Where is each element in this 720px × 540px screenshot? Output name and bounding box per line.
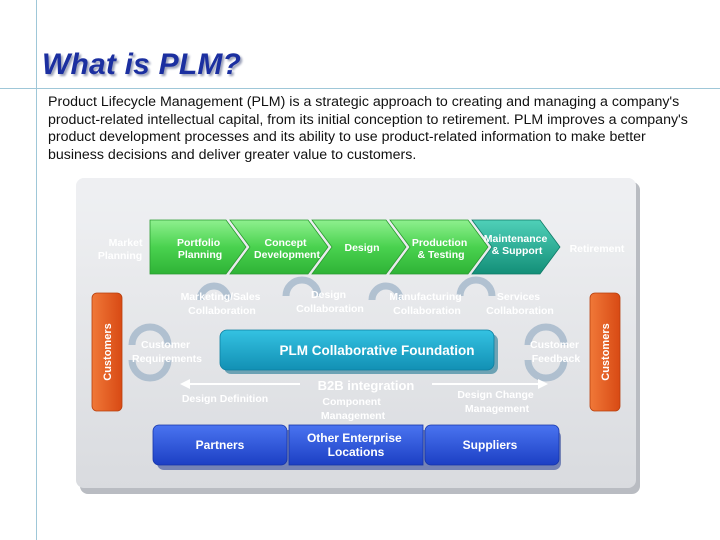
plm-collaborative-foundation [219, 329, 495, 371]
customer-feedback: Customer Feedback [530, 339, 582, 365]
cycle-arrow-icon [524, 359, 568, 382]
design-collaboration: Design Collaboration [296, 289, 364, 315]
stage-retirement: Retirement [570, 243, 625, 255]
customers-left-label: Customers [102, 323, 114, 380]
cycle-arrow-icon [128, 359, 172, 382]
stage-portfolio-planning: Portfolio Planning [177, 237, 223, 261]
stage-market-planning: Market Planning [98, 237, 146, 262]
other-enterprise-box [288, 424, 424, 466]
title-underline [0, 88, 720, 89]
page-title: What is PLM? [42, 48, 242, 81]
customers-left-bar [91, 292, 123, 412]
foundation-label: PLM Collaborative Foundation [280, 343, 475, 358]
chevron-concept [229, 219, 329, 275]
partners-label: Partners [196, 438, 245, 452]
customer-requirements: Customer Requirements [132, 339, 202, 365]
chevron-design [311, 219, 407, 275]
suppliers-box [424, 424, 560, 466]
marketing-sales-collaboration: Marketing/Sales Collaboration [181, 291, 264, 317]
manufacturing-collaboration: Manufacturing Collaboration [389, 291, 464, 317]
intro-paragraph: Product Lifecycle Management (PLM) is a … [48, 94, 688, 163]
arrow-right-icon [538, 379, 548, 389]
stage-maintenance-support: Maintenance & Support [484, 233, 551, 257]
left-accent-line [36, 0, 37, 540]
panel-highlight [76, 178, 636, 230]
chevron-maintenance [471, 219, 561, 275]
suppliers-label: Suppliers [463, 438, 518, 452]
stage-production-testing: Production & Testing [412, 237, 470, 261]
b2b-integration: B2B integration [318, 378, 415, 393]
cycle-arrow-icon [128, 323, 172, 346]
cycle-arrow-icon [196, 282, 232, 301]
chevron-production [389, 219, 489, 275]
arrow-left-icon [180, 379, 190, 389]
design-change-management: Design Change Management [457, 389, 536, 415]
cycle-arrow-icon [368, 282, 404, 301]
component-management: Component Management [321, 396, 386, 422]
chevron-portfolio [149, 219, 247, 275]
cycle-arrow-icon [282, 276, 322, 297]
other-enterprise-label: Other Enterprise Locations [307, 431, 405, 459]
customers-right-label: Customers [600, 323, 612, 380]
cycle-arrow-icon [524, 323, 568, 346]
customers-right-bar [589, 292, 621, 412]
stage-concept-development: Concept Development [254, 237, 320, 261]
design-definition: Design Definition [182, 393, 268, 405]
cycle-arrow-icon [456, 276, 496, 297]
partners-box [152, 424, 288, 466]
stage-design: Design [344, 242, 379, 254]
services-collaboration: Services Collaboration [486, 291, 554, 317]
